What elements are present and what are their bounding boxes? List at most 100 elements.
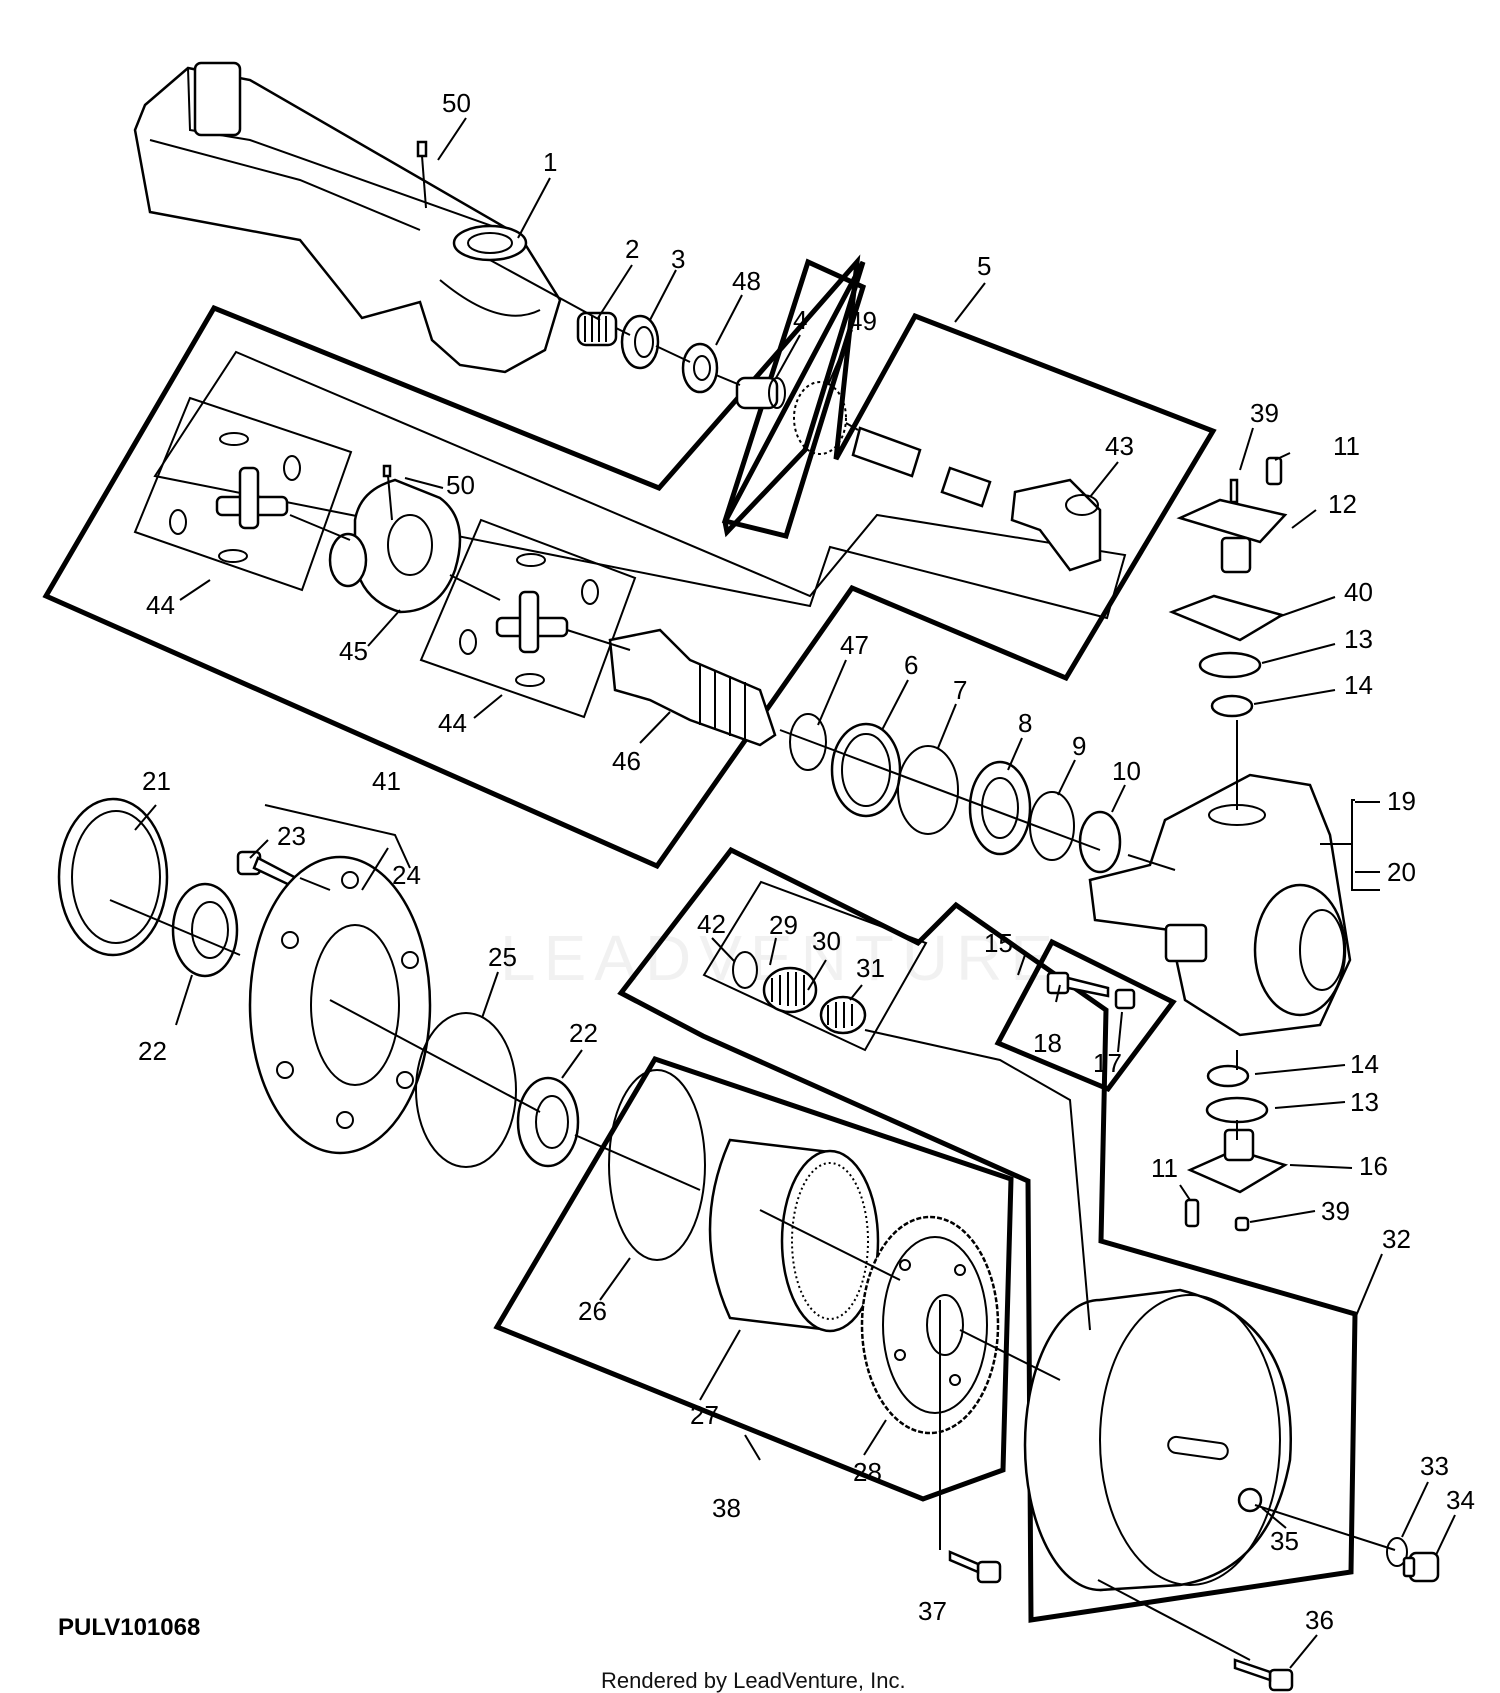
cover-32 [1023,1288,1292,1592]
grease-fitting-50-top [416,140,428,209]
callout-30: 30 [812,926,841,956]
callout-6: 6 [904,650,918,680]
bearing-22-right [516,1076,580,1168]
snap-ring-7 [897,745,959,835]
bolt-11-bottom [1184,1198,1200,1228]
washer-48 [681,342,719,394]
callout-39-top: 39 [1250,398,1279,428]
bearing-22-left [171,882,239,978]
callout-11-bottom: 11 [1151,1153,1178,1183]
callout-14-top: 14 [1344,670,1373,700]
group-box-44-ujoint-right [419,518,637,719]
callout-34: 34 [1446,1485,1475,1515]
callout-19: 19 [1387,786,1416,816]
snap-ring-29 [732,951,758,989]
callout-41: 41 [372,766,401,796]
callout-29: 29 [769,910,798,940]
callout-38: 38 [712,1493,741,1523]
plug-39-bottom [1234,1216,1250,1232]
snap-ring-9 [1029,791,1075,861]
group-box-pinion-bearings [702,880,928,1052]
plug-34 [1402,1551,1440,1583]
callout-5: 5 [977,251,991,281]
callout-45: 45 [339,636,368,666]
callout-49: 49 [848,306,877,336]
seal-10 [1078,810,1122,874]
callout-46: 46 [612,746,641,776]
callout-27: 27 [690,1400,719,1430]
callout-4: 4 [793,305,807,335]
drawing-code: PULV101068 [58,1614,200,1641]
callout-43: 43 [1105,431,1134,461]
washer-33 [1386,1537,1408,1567]
footer-credit: Rendered by LeadVenture, Inc. [601,1668,906,1693]
callout-23: 23 [277,821,306,851]
u-joint-cross-right [459,553,599,687]
shaft-43 [851,426,1102,572]
group-box-49-spacer [721,258,867,539]
axle-housing [133,61,562,374]
callout-leaders [134,117,1456,1669]
callout-44-left: 44 [146,590,175,620]
u-joint-cross-left [169,432,301,563]
callout-12: 12 [1328,489,1357,519]
callout-24: 24 [392,860,421,890]
cap-12-top [1176,456,1288,574]
bolt-37 [948,1550,1002,1584]
callout-10: 10 [1112,756,1141,786]
callout-14-bottom: 14 [1350,1049,1379,1079]
callout-28: 28 [853,1457,882,1487]
gear-30 [762,966,818,1014]
seal-3 [620,314,660,370]
drive-yoke-46 [608,628,777,747]
group-box-38-ring-gear [493,1055,1014,1502]
callout-3: 3 [671,244,685,274]
callout-39-bottom: 39 [1321,1196,1350,1226]
callout-11-top: 11 [1333,431,1360,461]
callout-8: 8 [1018,708,1032,738]
ring-6 [830,722,902,818]
callout-22-right: 22 [569,1018,598,1048]
callout-20: 20 [1387,857,1416,887]
bearing-8 [968,760,1032,856]
group-box-axle-driveshaft [42,254,1217,870]
bearing-cone-14-bottom [1206,1064,1250,1088]
gasket-40 [1168,594,1286,642]
bearing-cup-13-top [1198,651,1262,679]
spacer-49 [793,381,847,455]
callout-33: 33 [1420,1451,1449,1481]
yoke-45 [328,478,462,614]
callout-26: 26 [578,1296,607,1326]
callout-37: 37 [918,1596,947,1626]
cap-16-bottom [1186,1128,1289,1194]
callout-18: 18 [1033,1028,1062,1058]
bearing-cone-14-top [1210,694,1254,718]
callout-16: 16 [1359,1151,1388,1181]
callout-42: 42 [697,909,726,939]
callout-labels: 50 1 2 3 48 4 49 5 43 39 11 12 40 13 14 … [138,88,1475,1635]
grease-fitting-50-mid [382,464,393,521]
bolt-36 [1233,1658,1294,1692]
ring-gear-27 [708,1138,880,1333]
callout-2: 2 [625,234,639,264]
callout-9: 9 [1072,731,1086,761]
leader-lines [109,259,1396,1661]
callout-13-bottom: 13 [1350,1087,1379,1117]
group-box-inner-driveshaft [153,350,1127,620]
seal-47 [789,713,827,771]
bearing-cup-13-bottom [1205,1096,1269,1124]
seal-21 [57,797,169,957]
callout-36: 36 [1305,1605,1334,1635]
group-box-15-bolt [994,938,1177,1093]
callout-13-top: 13 [1344,624,1373,654]
callout-25: 25 [488,942,517,972]
carrier-28 [860,1215,1000,1435]
callout-44-right: 44 [438,708,467,738]
callout-50-top: 50 [442,88,471,118]
callout-31: 31 [856,953,885,983]
callout-17: 17 [1093,1048,1122,1078]
bushing-4 [735,376,786,410]
callout-1: 1 [543,147,557,177]
callout-15: 15 [984,928,1013,958]
